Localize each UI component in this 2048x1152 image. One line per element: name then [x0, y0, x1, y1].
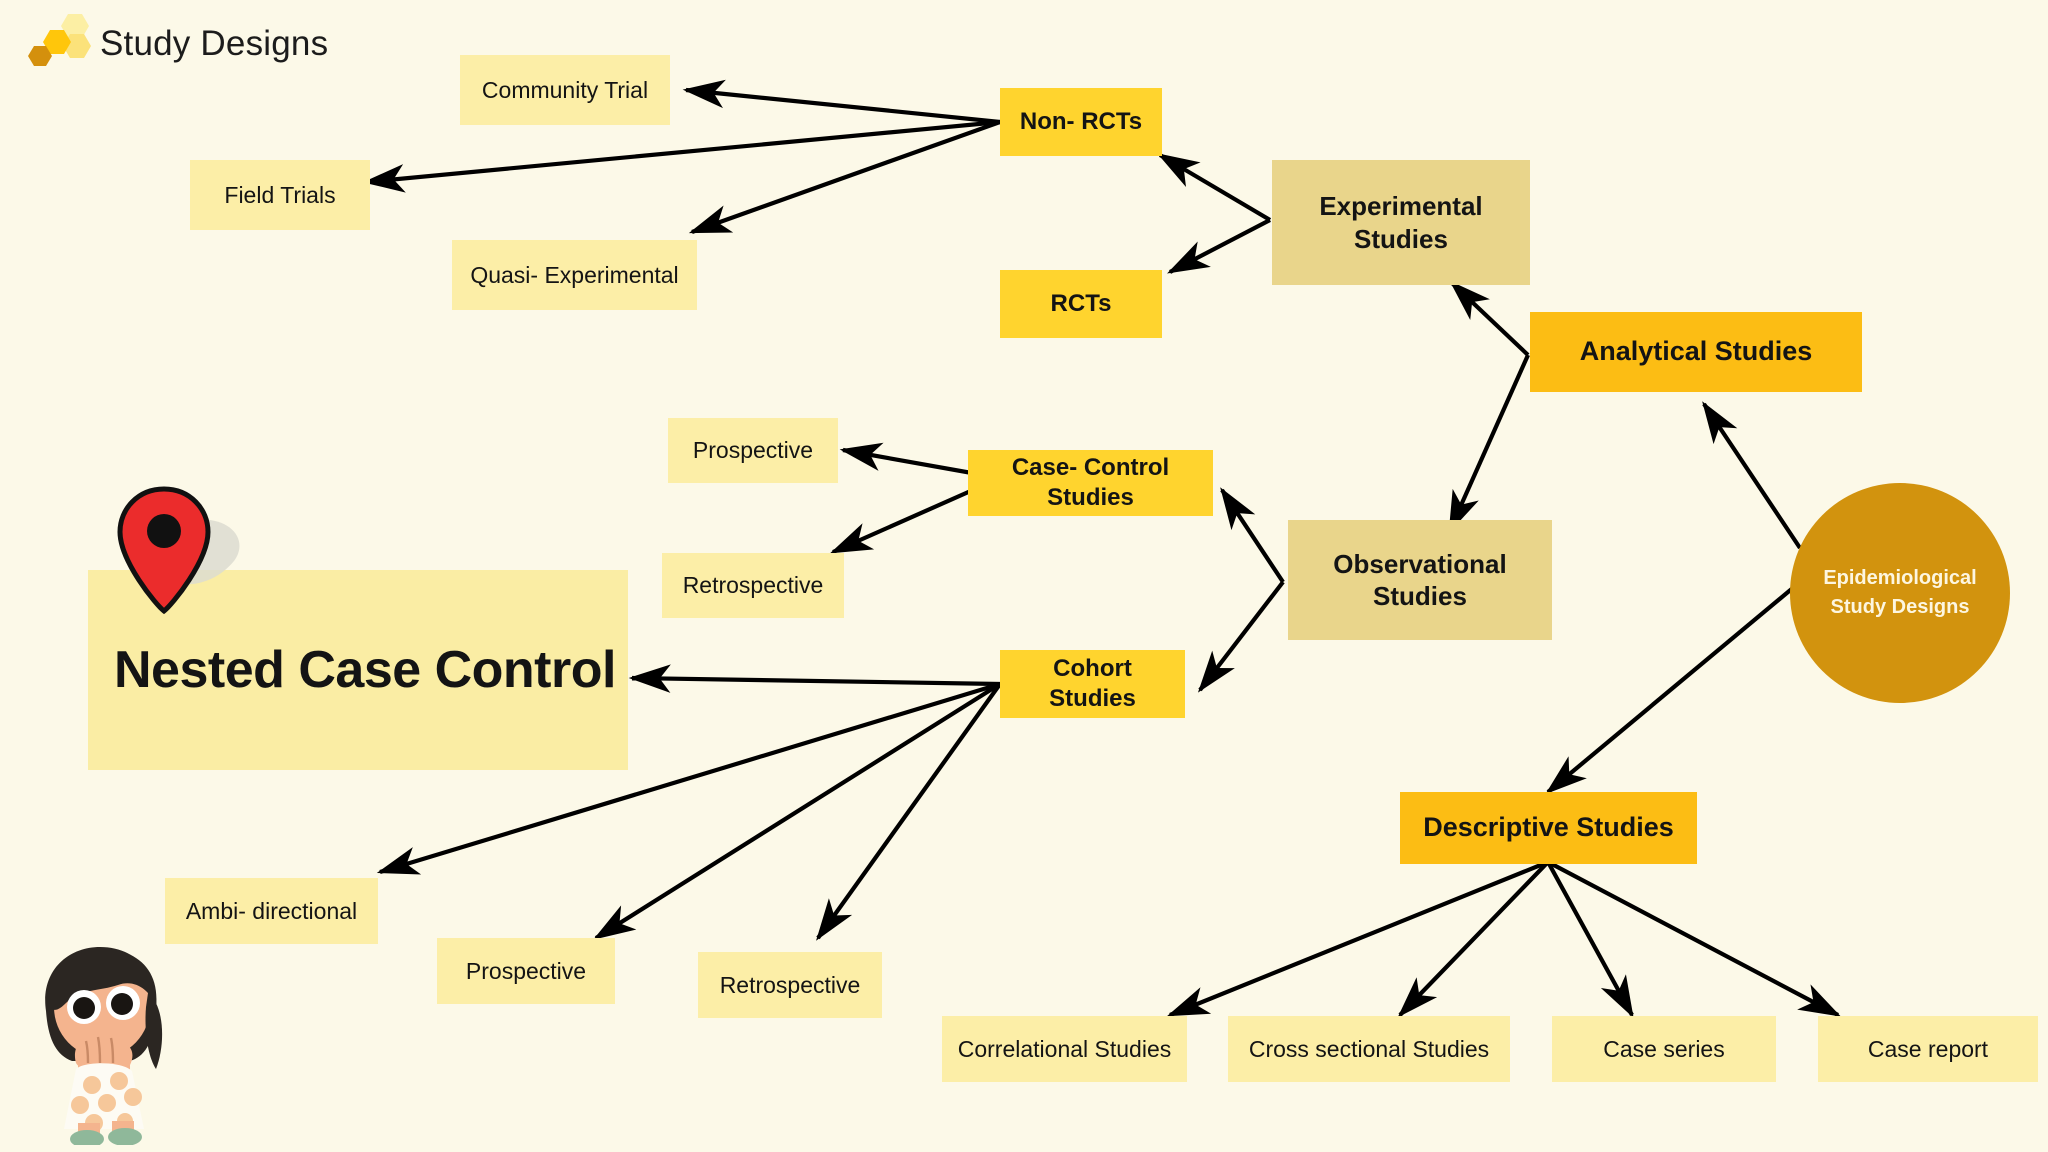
node-field-trials[interactable]: Field Trials	[190, 160, 370, 230]
node-retrospective-case-control[interactable]: Retrospective	[662, 553, 844, 618]
node-quasi-experimental[interactable]: Quasi- Experimental	[452, 240, 697, 310]
node-label: Nested Case Control	[114, 640, 616, 699]
honeycomb-logo-icon	[28, 14, 91, 66]
node-epidemiological-study-designs[interactable]: Epidemiological Study Designs	[1790, 483, 2010, 703]
node-cross-sectional-studies[interactable]: Cross sectional Studies	[1228, 1016, 1510, 1082]
page-title: Study Designs	[100, 24, 329, 63]
node-rcts[interactable]: RCTs	[1000, 270, 1162, 338]
node-label: Non- RCTs	[1019, 108, 1143, 135]
node-prospective-case-control[interactable]: Prospective	[668, 418, 838, 483]
node-label-line1: Observational	[1333, 548, 1507, 579]
node-label: Correlational Studies	[957, 1035, 1172, 1062]
node-correlational-studies[interactable]: Correlational Studies	[942, 1016, 1187, 1082]
node-analytical-studies[interactable]: Analytical Studies	[1530, 312, 1862, 392]
node-label: Cohort Studies	[1049, 655, 1136, 712]
node-label: Prospective	[692, 437, 814, 464]
node-label-line1: Epidemiological	[1823, 567, 1977, 589]
node-nested-case-control[interactable]: Nested Case Control	[88, 570, 628, 770]
node-cohort-studies[interactable]: Cohort Studies	[1000, 650, 1185, 718]
node-label-line2: Study Designs	[1830, 596, 1970, 618]
node-label: Field Trials	[224, 181, 336, 208]
node-prospective-cohort[interactable]: Prospective	[437, 938, 615, 1004]
node-observational-studies[interactable]: Observational Studies	[1288, 520, 1552, 640]
node-case-report[interactable]: Case report	[1818, 1016, 2038, 1082]
node-community-trial[interactable]: Community Trial	[460, 55, 670, 125]
node-label: Case series	[1603, 1035, 1725, 1062]
node-case-series[interactable]: Case series	[1552, 1016, 1776, 1082]
node-retrospective-cohort[interactable]: Retrospective	[698, 952, 882, 1018]
node-label: Community Trial	[481, 76, 649, 103]
node-label: Descriptive Studies	[1423, 812, 1674, 843]
node-label: Quasi- Experimental	[470, 261, 679, 288]
node-label-line2: Studies	[1373, 581, 1467, 611]
node-ambi-directional[interactable]: Ambi- directional	[165, 878, 378, 944]
node-label: RCTs	[1050, 290, 1112, 317]
node-case-control-studies[interactable]: Case- Control Studies	[968, 450, 1213, 516]
node-label: Cross sectional Studies	[1248, 1035, 1490, 1062]
girl-character-icon	[45, 947, 163, 1145]
node-label: Prospective	[465, 957, 587, 984]
node-label-line1: Experimental	[1319, 191, 1483, 221]
node-label: Case report	[1867, 1035, 1989, 1062]
node-label: Ambi- directional	[185, 897, 358, 924]
node-label: Analytical Studies	[1579, 336, 1813, 367]
node-label: Retrospective	[682, 572, 824, 599]
node-label: Retrospective	[719, 971, 861, 998]
map-pin-icon	[117, 486, 240, 615]
node-label: Case- Control Studies	[1011, 454, 1170, 511]
node-descriptive-studies[interactable]: Descriptive Studies	[1400, 792, 1697, 864]
node-experimental-studies[interactable]: Experimental Studies	[1272, 160, 1530, 285]
node-label-line2: Studies	[1354, 223, 1448, 254]
node-non-rcts[interactable]: Non- RCTs	[1000, 88, 1162, 156]
